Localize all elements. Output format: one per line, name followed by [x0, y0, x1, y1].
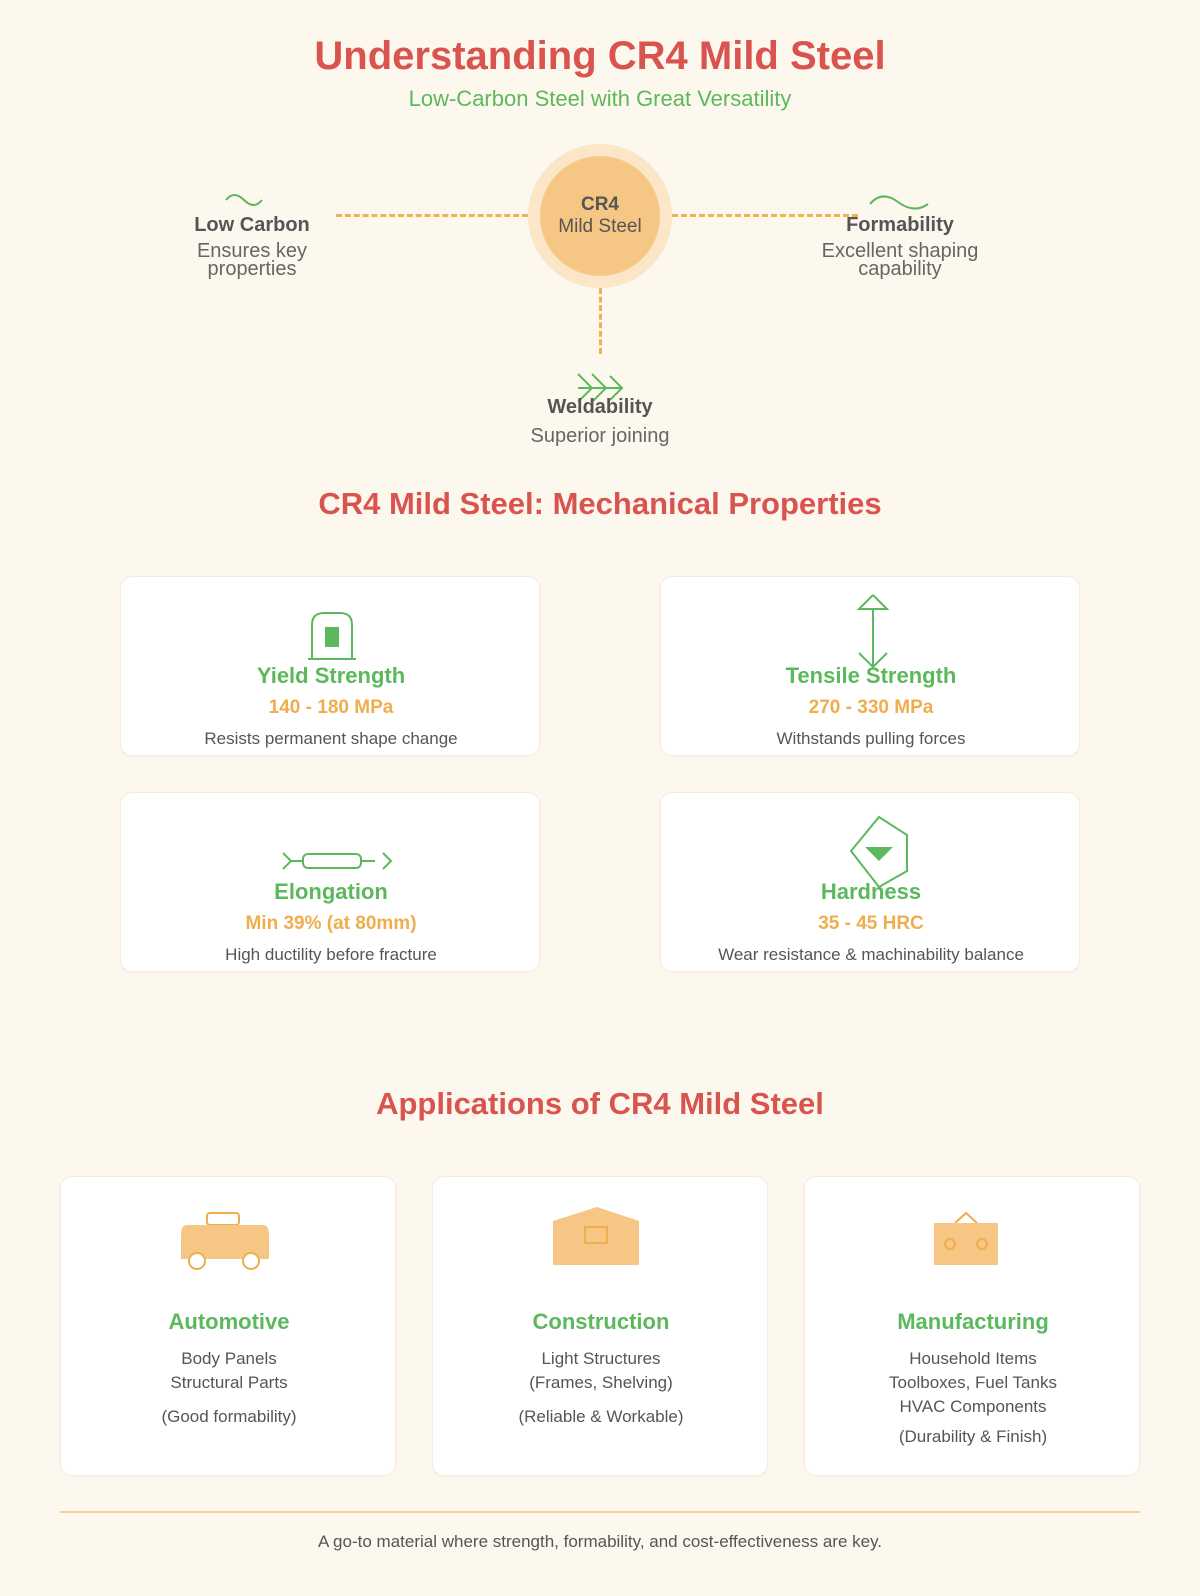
node-title: Low Carbon: [194, 214, 310, 236]
properties-section-title: CR4 Mild Steel: Mechanical Properties: [318, 486, 882, 521]
application-name: Automotive: [168, 1309, 290, 1334]
car-icon: [181, 1212, 269, 1270]
property-desc: Resists permanent shape change: [204, 729, 458, 748]
node-desc: properties: [207, 258, 297, 280]
property-name: Yield Strength: [256, 663, 406, 688]
wave-icon: [225, 194, 263, 206]
property-value: 35 - 45 HRC: [818, 913, 924, 934]
application-note: (Durability & Finish): [898, 1427, 1048, 1446]
property-card: Yield Strength 140 - 180 MPa Resists per…: [120, 576, 540, 756]
property-name: Hardness: [820, 879, 922, 904]
property-value: 270 - 330 MPa: [808, 697, 934, 718]
application-line: HVAC Components: [899, 1397, 1047, 1416]
double-arrow-icon: [577, 373, 624, 402]
node-title: Weldability: [547, 396, 653, 418]
application-name: Manufacturing: [897, 1309, 1049, 1334]
property-desc: Wear resistance & machinability balance: [718, 945, 1024, 964]
application-line: Light Structures: [541, 1349, 661, 1368]
bar-gauge-icon: [308, 612, 356, 660]
node-low-carbon: Low Carbon Ensures key properties: [172, 214, 332, 280]
connector-left: [336, 214, 528, 217]
application-card: Manufacturing Household Items Toolboxes,…: [804, 1176, 1140, 1476]
page-subtitle: Low-Carbon Steel with Great Versatility: [408, 86, 792, 111]
page-title: Understanding CR4 Mild Steel: [314, 34, 886, 78]
application-text: Manufacturing Household Items Toolboxes,…: [805, 1309, 1141, 1449]
property-name: Elongation: [274, 879, 388, 904]
application-note: (Reliable & Workable): [518, 1407, 684, 1426]
property-desc: High ductility before fracture: [225, 945, 437, 964]
property-card: Elongation Min 39% (at 80mm) High ductil…: [120, 792, 540, 972]
stretch-bar-icon: [282, 852, 393, 870]
property-card: Tensile Strength 270 - 330 MPa Withstand…: [660, 576, 1080, 756]
building-icon: [553, 1207, 639, 1265]
node-formability: Formability Excellent shaping capability: [800, 214, 1000, 280]
node-desc: Excellent shaping: [821, 240, 979, 262]
property-card: Hardness 35 - 45 HRC Wear resistance & m…: [660, 792, 1080, 972]
hub-label-line2: Mild Steel: [558, 216, 642, 237]
property-text: Hardness 35 - 45 HRC Wear resistance & m…: [661, 879, 1081, 965]
hexagon-icon: [849, 815, 908, 889]
node-title: Formability: [846, 214, 954, 236]
node-desc: capability: [858, 258, 942, 280]
property-name: Tensile Strength: [785, 663, 957, 688]
application-text: Automotive Body Panels Structural Parts …: [61, 1309, 397, 1429]
application-line: Structural Parts: [170, 1373, 288, 1392]
footer-divider: [60, 1511, 1140, 1513]
applications-section-title: Applications of CR4 Mild Steel: [376, 1086, 824, 1121]
hub-label-line1: CR4: [580, 194, 619, 215]
application-note: (Good formability): [161, 1407, 297, 1426]
application-text: Construction Light Structures (Frames, S…: [433, 1309, 769, 1429]
application-name: Construction: [532, 1309, 670, 1334]
hub-circle: CR4 Mild Steel: [540, 156, 660, 276]
connector-down: [599, 288, 602, 354]
application-line: Body Panels: [181, 1349, 277, 1368]
property-text: Elongation Min 39% (at 80mm) High ductil…: [121, 879, 541, 965]
node-desc: Superior joining: [530, 425, 670, 447]
application-line: Household Items: [909, 1349, 1037, 1368]
property-text: Tensile Strength 270 - 330 MPa Withstand…: [661, 663, 1081, 749]
property-text: Yield Strength 140 - 180 MPa Resists per…: [121, 663, 541, 749]
toolbox-icon: [934, 1211, 998, 1265]
vertical-arrow-icon: [857, 594, 889, 669]
connector-right: [672, 214, 858, 217]
footer-text: A go-to material where strength, formabi…: [317, 1532, 883, 1551]
application-card: Automotive Body Panels Structural Parts …: [60, 1176, 396, 1476]
node-weldability: Weldability Superior joining: [480, 396, 720, 447]
property-value: 140 - 180 MPa: [268, 697, 394, 718]
application-line: Toolboxes, Fuel Tanks: [889, 1373, 1057, 1392]
wave-icon: [869, 195, 929, 210]
application-card: Construction Light Structures (Frames, S…: [432, 1176, 768, 1476]
node-desc: Ensures key: [196, 240, 308, 262]
property-value: Min 39% (at 80mm): [245, 913, 417, 934]
application-line: (Frames, Shelving): [529, 1373, 673, 1392]
property-desc: Withstands pulling forces: [776, 729, 966, 748]
